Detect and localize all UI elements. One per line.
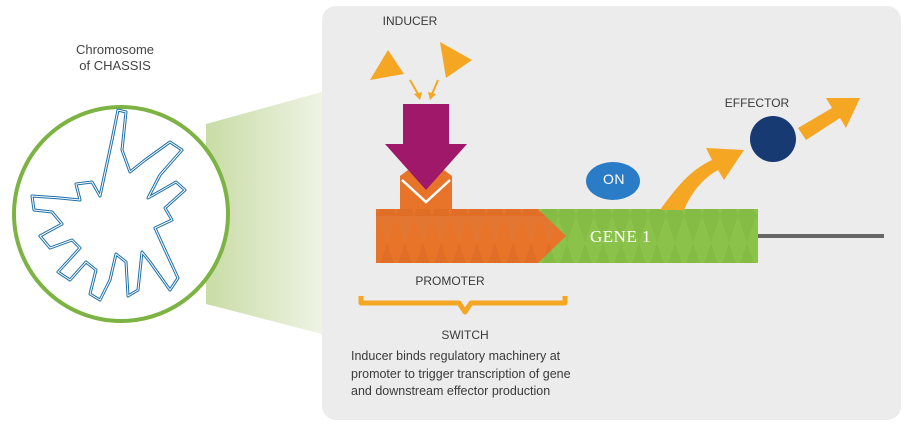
switch-description-line: Inducer binds regulatory machinery at	[351, 349, 561, 363]
chromosome-label: Chromosome of CHASSIS	[40, 42, 190, 75]
effector-output-arrow-icon	[798, 98, 860, 140]
transcription-output-arrow-icon	[660, 148, 744, 210]
inducer-molecule-icon-right	[440, 42, 472, 78]
switch-description-line: and downstream effector production	[351, 384, 551, 398]
promoter-label: PROMOTER	[415, 274, 485, 288]
switch-label: SWITCH	[441, 328, 489, 342]
gene-label: GENE 1	[590, 227, 652, 246]
chromosome-circle	[12, 105, 230, 323]
zoom-wedge	[206, 92, 322, 334]
inducer-molecule-icon-left	[370, 50, 404, 80]
switch-description-line: promoter to trigger transcription of gen…	[351, 366, 571, 381]
inducer-label: INDUCER	[382, 14, 438, 28]
on-badge	[586, 162, 640, 200]
effector-molecule-icon	[750, 116, 796, 162]
chromosome-label-line1: Chromosome	[75, 42, 155, 57]
gene-block	[535, 209, 758, 263]
promoter-nub-chevron	[401, 179, 451, 204]
chromosome-strand-inner	[31, 109, 186, 301]
inducer-binding-arrows-icon	[409, 79, 439, 100]
switch-description: Inducer binds regulatory machinery at pr…	[351, 348, 681, 401]
on-badge-label: ON	[603, 171, 625, 187]
switch-bracket	[358, 296, 568, 315]
inducer-signal-arrow-icon	[385, 104, 467, 190]
promoter-arrow	[376, 209, 566, 263]
chromosome-label-line2: of CHASSIS	[79, 58, 151, 74]
effector-label: EFFECTOR	[724, 96, 790, 110]
